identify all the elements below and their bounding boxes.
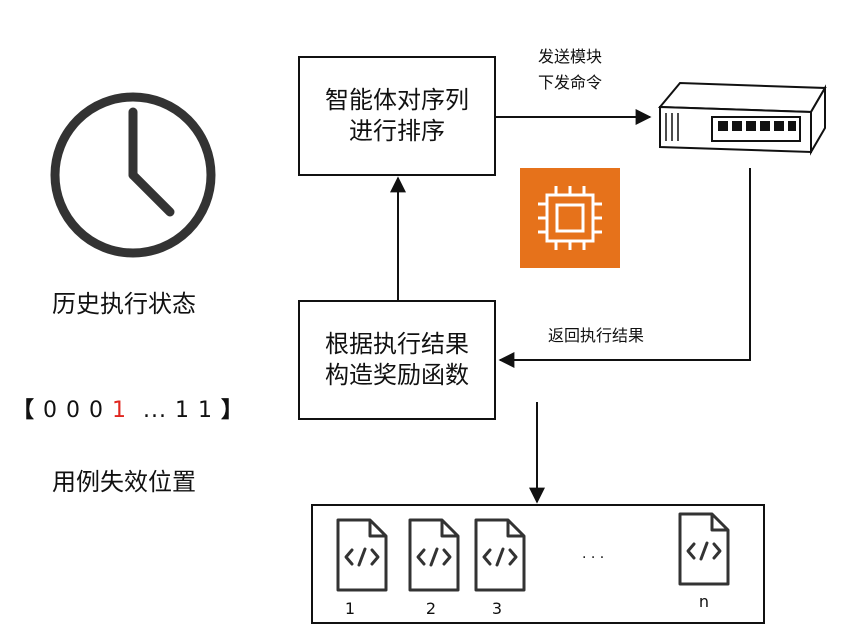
send-command-label: 发送模块 下发命令 [538, 44, 602, 95]
clock-icon [50, 92, 216, 258]
network-switch-icon [657, 81, 827, 156]
return-arrow [498, 168, 751, 368]
reward-box-line2: 构造奖励函数 [325, 361, 469, 389]
failure-position-label: 用例失效位置 [52, 468, 196, 496]
send-label-line2: 下发命令 [538, 72, 603, 92]
file-label: 3 [491, 599, 503, 618]
sequence-bit: 1 [198, 398, 213, 423]
reward-function-box: 根据执行结果 构造奖励函数 [298, 300, 496, 420]
sequence-bit: 0 [66, 398, 82, 423]
file-label: 1 [344, 599, 356, 618]
return-result-label: 返回执行结果 [548, 326, 645, 345]
send-label-line1: 发送模块 [538, 47, 603, 66]
sequence-bit-highlighted: 1 [112, 398, 128, 423]
agent-box-line1: 智能体对序列 [325, 85, 469, 114]
sequence-bit: 1 [175, 398, 190, 423]
code-file-icon [336, 518, 388, 592]
file-label: 2 [425, 599, 437, 618]
code-file-icon [408, 518, 460, 592]
history-label: 历史执行状态 [52, 290, 196, 318]
code-file-icon [678, 512, 730, 586]
sequence-open-bracket: 【 [12, 398, 36, 423]
sequence-close-bracket: 】 [221, 398, 245, 423]
agent-sort-box: 智能体对序列 进行排序 [298, 56, 496, 176]
sequence-bit: 0 [43, 398, 59, 423]
file-label: n [698, 592, 710, 611]
code-file-icon [474, 518, 526, 592]
agent-box-line2: 进行排序 [349, 117, 445, 145]
chip-icon [520, 168, 620, 268]
reward-box-line1: 根据执行结果 [325, 329, 469, 358]
sequence-bit: 0 [89, 398, 105, 423]
failure-sequence: 【 0 0 0 1 ... 1 1 】 [12, 392, 244, 424]
more-files-ellipsis: · · · [582, 550, 605, 566]
sequence-ellipsis: ... [143, 398, 167, 423]
